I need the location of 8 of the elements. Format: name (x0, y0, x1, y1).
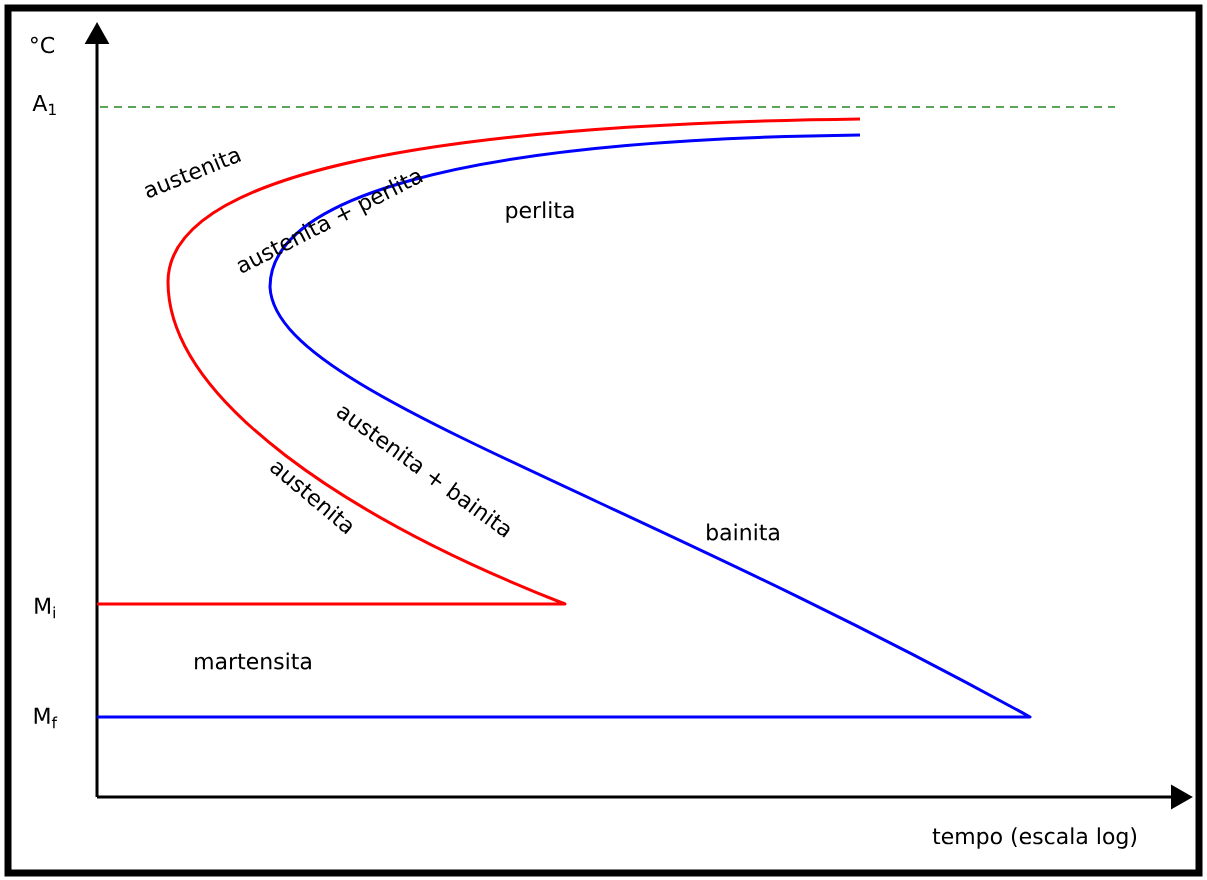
region-label: martensita (195, 652, 311, 670)
axis-label: A$_{1}$ (32, 94, 56, 116)
region-label: bainita (707, 523, 779, 541)
axis-label: tempo (escala log) (932, 827, 1137, 849)
axis-label: °C (30, 36, 54, 54)
axis-label: M$_{f}$ (34, 707, 58, 729)
region-label: perlita (506, 201, 574, 223)
axis-label: M$_{i}$ (35, 597, 55, 619)
